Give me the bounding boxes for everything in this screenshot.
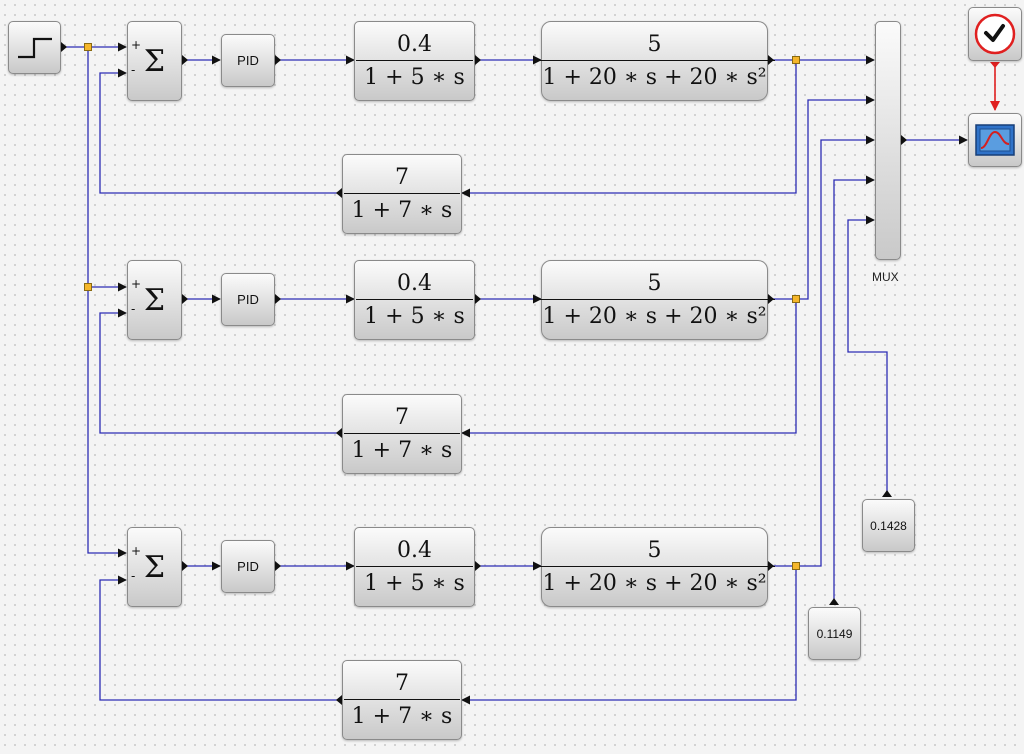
sensor-transfer-fn-3[interactable]: 7 1 + 7 ∗ s: [342, 660, 462, 740]
wire-plant3-mux3: [768, 135, 875, 567]
pid-block-3[interactable]: PID: [221, 540, 275, 593]
split-point-ref[interactable]: [84, 43, 92, 51]
split-point-out2[interactable]: [792, 295, 800, 303]
tf-denominator: 1 + 7 ∗ s: [351, 704, 453, 729]
tf-denominator: 1 + 20 ∗ s + 20 ∗ s²: [542, 304, 767, 329]
sensor-transfer-fn-1[interactable]: 7 1 + 7 ∗ s: [342, 154, 462, 234]
tf-numerator: 5: [647, 270, 662, 296]
pid-label: PID: [237, 292, 259, 307]
sum-minus-sign: -: [131, 569, 136, 583]
pid-label: PID: [237, 53, 259, 68]
scope-icon: [975, 124, 1015, 156]
wire-out1-sensor1: [461, 60, 797, 198]
tf-denominator: 1 + 5 ∗ s: [364, 65, 465, 90]
sum-minus-sign: -: [131, 63, 136, 77]
plant-transfer-fn-2[interactable]: 5 1 + 20 ∗ s + 20 ∗ s²: [534, 260, 775, 340]
pid-block-1[interactable]: PID: [221, 34, 275, 87]
wire-sensor1-sum1: [99, 68, 342, 194]
sum-block-2[interactable]: + - Σ: [127, 260, 182, 340]
tf-denominator: 1 + 20 ∗ s + 20 ∗ s²: [542, 571, 767, 596]
clock-icon: [974, 13, 1016, 55]
tf-denominator: 1 + 7 ∗ s: [351, 198, 453, 223]
tf-numerator: 0.4: [397, 31, 432, 57]
split-point-out1[interactable]: [792, 56, 800, 64]
actuator-transfer-fn-1[interactable]: 0.4 1 + 5 ∗ s: [354, 21, 475, 101]
tf-numerator: 5: [647, 537, 662, 563]
tf-denominator: 1 + 5 ∗ s: [364, 571, 465, 596]
tf-denominator: 1 + 20 ∗ s + 20 ∗ s²: [542, 65, 767, 90]
wire-sensor3-sum3: [99, 575, 342, 701]
plant-transfer-fn-3[interactable]: 5 1 + 20 ∗ s + 20 ∗ s²: [534, 527, 775, 607]
sum-symbol: Σ: [143, 549, 166, 585]
sum-plus-sign: +: [131, 38, 142, 52]
clock-block[interactable]: [968, 7, 1022, 61]
pid-label: PID: [237, 559, 259, 574]
constant-value: 0.1428: [870, 518, 907, 533]
tf-numerator: 7: [395, 164, 409, 190]
constant-value: 0.1149: [816, 626, 853, 641]
plant-transfer-fn-1[interactable]: 5 1 + 20 ∗ s + 20 ∗ s²: [534, 21, 775, 101]
tf-numerator: 0.4: [397, 537, 432, 563]
tf-numerator: 0.4: [397, 270, 432, 296]
step-icon: [17, 37, 52, 58]
tf-denominator: 1 + 7 ∗ s: [351, 438, 453, 463]
tf-numerator: 5: [647, 31, 662, 57]
sum-plus-sign: +: [131, 544, 142, 558]
mux-block[interactable]: [875, 21, 901, 260]
split-point-ref-2[interactable]: [84, 283, 92, 291]
split-point-out3[interactable]: [792, 562, 800, 570]
wire-out3-sensor3: [461, 566, 797, 705]
step-source-block[interactable]: [8, 21, 61, 74]
sum-block-3[interactable]: + - Σ: [127, 527, 182, 607]
tf-numerator: 7: [395, 404, 409, 430]
sum-plus-sign: +: [131, 277, 142, 291]
actuator-transfer-fn-2[interactable]: 0.4 1 + 5 ∗ s: [354, 260, 475, 340]
wire-const2-mux4: [833, 175, 875, 605]
wire-out2-sensor2: [461, 299, 797, 438]
scope-block[interactable]: [968, 113, 1022, 167]
sum-symbol: Σ: [143, 282, 166, 318]
sum-symbol: Σ: [143, 43, 166, 79]
wire-ref-sum3: [87, 47, 127, 558]
pid-block-2[interactable]: PID: [221, 273, 275, 326]
tf-denominator: 1 + 5 ∗ s: [364, 304, 465, 329]
tf-numerator: 7: [395, 670, 409, 696]
sum-block-1[interactable]: + - Σ: [127, 21, 182, 101]
actuator-transfer-fn-3[interactable]: 0.4 1 + 5 ∗ s: [354, 527, 475, 607]
sensor-transfer-fn-2[interactable]: 7 1 + 7 ∗ s: [342, 394, 462, 474]
wire-plant2-mux2: [768, 95, 875, 300]
constant-block-1[interactable]: 0.1428: [862, 499, 915, 552]
mux-label: MUX: [872, 270, 899, 284]
sum-minus-sign: -: [131, 302, 136, 316]
constant-block-2[interactable]: 0.1149: [808, 607, 861, 660]
wire-sensor2-sum2: [99, 308, 342, 434]
wire-const1-mux5: [847, 215, 888, 497]
